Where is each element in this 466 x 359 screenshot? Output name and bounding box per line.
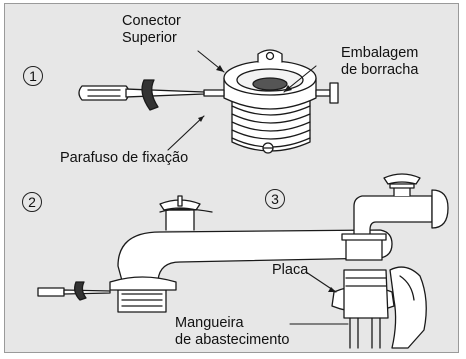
label-mangueira-line-1: Mangueira [175,315,244,331]
label-parafuso-de-fixacao: Parafuso de fixação [60,150,189,166]
tap-illustration-step-2 [109,195,393,313]
leader-parafuso [167,115,205,151]
label-embalagem-line-1: Embalagem [341,45,419,61]
label-mangueira-line-2: de abastecimento [175,332,290,348]
label-conector-superior-line-1: Conector [122,13,181,29]
label-conector-superior-line-2: Superior [122,30,177,46]
upper-connector-illustration [203,49,339,154]
step-3-marker: 3 [265,189,285,209]
label-mangueira-de-abastecimento: Mangueira de abastecimento [175,315,289,349]
label-placa: Placa [272,262,309,278]
small-screwdriver-icon [37,281,111,301]
step-1-marker: 1 [23,66,43,86]
label-embalagem-de-borracha: Embalagem de borracha [341,45,418,79]
label-conector-superior: Conector Superior [122,13,181,47]
label-embalagem-line-2: de borracha [341,62,419,78]
step-2-marker: 2 [22,192,42,212]
tap-illustration-step-3 [331,173,449,349]
screwdriver-icon [78,79,205,111]
